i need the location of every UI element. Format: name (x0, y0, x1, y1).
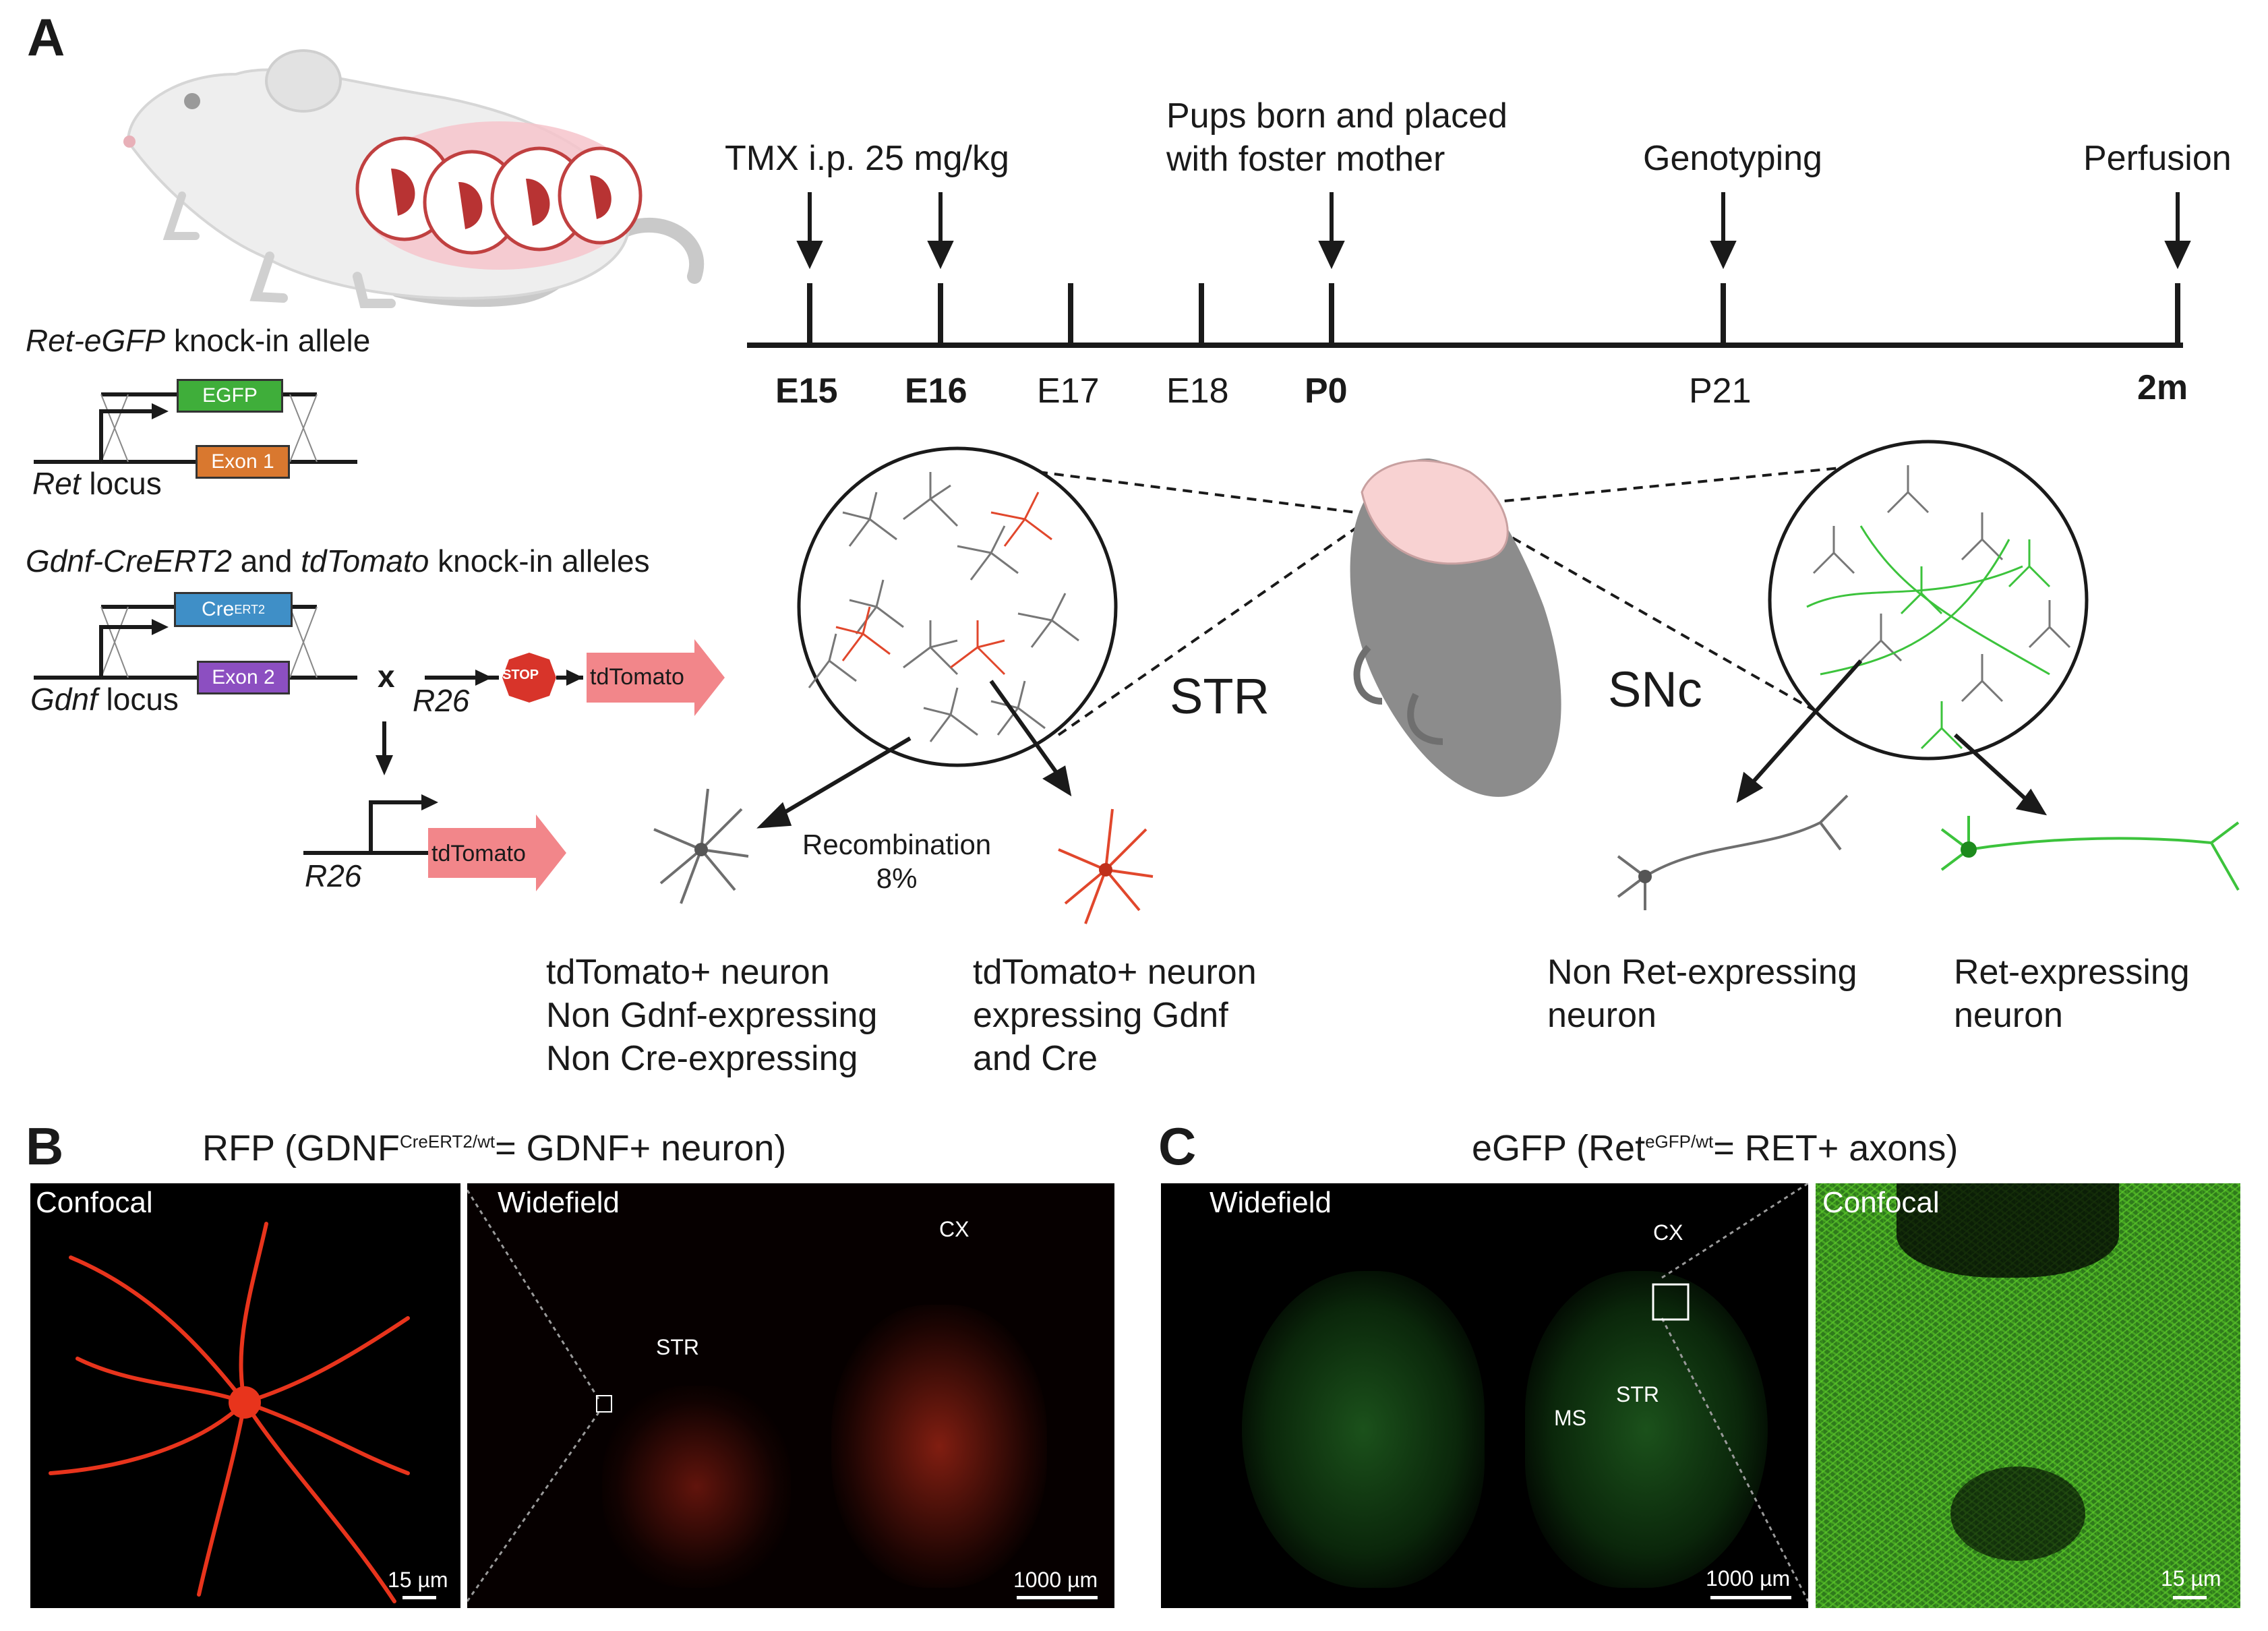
cre-superscript: ERT2 (234, 602, 266, 616)
tdtomato-after-label: tdTomato (431, 841, 526, 866)
tick-label-e16: E16 (905, 372, 967, 411)
gdnf-locus-rest: locus (97, 682, 179, 717)
zoom-lines-b (467, 1189, 612, 1602)
dark-patch-top (1897, 1183, 2119, 1278)
panel-b-str-label: STR (656, 1335, 699, 1359)
snc-label: SNc (1608, 661, 1702, 717)
gdnf-allele-title-rest: knock-in alleles (429, 543, 650, 579)
panel-b-title-post: = GDNF+ neuron) (495, 1128, 787, 1168)
desc-non-ret-neuron: Non Ret-expressing neuron (1547, 953, 1857, 1035)
panel-b-title-pre: RFP (GDNF (202, 1128, 400, 1168)
panel-b-confocal-image: Confocal 15 µm (30, 1183, 460, 1608)
panel-c-title-pre: eGFP (Ret (1472, 1128, 1646, 1168)
recombination-label: Recombination 8% (802, 829, 992, 894)
zoom-lines-c (1652, 1183, 1808, 1602)
panel-b-scale-right-bar (1017, 1596, 1098, 1599)
egfp-box: EGFP (177, 379, 283, 413)
dark-patch-bottom (1950, 1466, 2085, 1561)
panel-b-title-sup: CreERT2/wt (400, 1131, 496, 1152)
panel-b-letter: B (26, 1117, 64, 1176)
cre-label: Cre (201, 598, 235, 620)
tick-label-e17: E17 (1037, 372, 1100, 411)
panel-c-title: eGFP (ReteGFP/wt= RET+ axons) (1472, 1127, 1958, 1169)
gdnf-allele-title: Gdnf-CreERT2 and tdTomato knock-in allel… (26, 543, 650, 579)
gray-neuron-snc (1617, 794, 1849, 910)
panel-c-widefield-image: Widefield CX STR MS 1000 µm (1161, 1183, 1808, 1608)
str-red-signal (602, 1386, 791, 1588)
ret-allele-title-gene: Ret-eGFP (26, 323, 166, 358)
panel-c-scale-left-bar (1710, 1596, 1791, 1599)
gdnf-allele-title-gene: Gdnf-CreERT2 (26, 543, 232, 579)
left-hemisphere-green (1242, 1271, 1485, 1588)
timeline-event-arrows (796, 192, 2191, 270)
tick-label-p0: P0 (1305, 372, 1348, 411)
event-label-tmx: TMX i.p. 25 mg/kg (725, 139, 1009, 178)
panel-c-scale-left: 1000 µm (1706, 1566, 1791, 1591)
timeline-tick-marks (807, 283, 2180, 345)
panel-b-cx-label: CX (939, 1217, 969, 1241)
ret-locus-label: Ret locus (32, 465, 162, 502)
gdnf-neuron-confocal (49, 1222, 410, 1603)
gdnf-allele-title-gene2: tdTomato (301, 543, 429, 579)
ret-allele-title-rest: knock-in allele (165, 323, 371, 358)
panel-b-widefield-label: Widefield (498, 1186, 620, 1219)
panel-c-confocal-image: Confocal 15 µm (1816, 1183, 2240, 1608)
str-label: STR (1170, 668, 1270, 724)
panel-c-ms-label: MS (1554, 1406, 1586, 1430)
brain-region-schematic (653, 440, 2240, 924)
gray-neuron-str (653, 788, 749, 904)
panel-a-letter: A (27, 7, 65, 67)
pregnant-mouse-illustration (123, 49, 704, 308)
ret-locus-rest: locus (80, 466, 162, 501)
panel-b-scale-left-bar (402, 1596, 436, 1599)
exon2-box: Exon 2 (197, 661, 290, 694)
ret-locus-gene: Ret (32, 466, 81, 501)
gdnf-locus-gene: Gdnf (30, 682, 98, 717)
gdnf-allele-title-mid: and (231, 543, 301, 579)
panel-b-scale-right: 1000 µm (1013, 1568, 1098, 1592)
r26-label: R26 (413, 683, 470, 718)
tdtomato-label: tdTomato (590, 664, 684, 690)
event-label-genotyping: Genotyping (1643, 139, 1822, 178)
gdnf-allele-schematic (34, 605, 725, 891)
r26-after-label: R26 (305, 858, 362, 893)
panel-c-widefield-label: Widefield (1210, 1186, 1332, 1219)
panel-b-title: RFP (GDNFCreERT2/wt= GDNF+ neuron) (202, 1127, 786, 1169)
red-neuron-str (1058, 808, 1154, 924)
desc-ret-neuron: Ret-expressing neuron (1954, 953, 2190, 1035)
exon1-box: Exon 1 (196, 445, 290, 479)
panel-c-letter: C (1158, 1117, 1197, 1176)
event-label-perfusion: Perfusion (2083, 139, 2232, 178)
tick-label-p21: P21 (1689, 372, 1752, 411)
desc-non-gdnf-neuron: tdTomato+ neuron Non Gdnf-expressing Non… (546, 953, 878, 1078)
panel-c-str-label: STR (1616, 1382, 1659, 1406)
panel-c-title-sup: eGFP/wt (1645, 1131, 1714, 1152)
tick-label-e15: E15 (775, 372, 838, 411)
stop-label: STOP (502, 668, 539, 682)
green-neuron-snc (1940, 816, 2240, 891)
ret-allele-title: Ret-eGFP knock-in allele (26, 322, 370, 359)
timeline-axis (747, 192, 2191, 348)
panel-c-title-post: = RET+ axons) (1713, 1128, 1959, 1168)
event-label-pups-born: Pups born and placed with foster mother (1166, 96, 1508, 179)
panel-b-confocal-label: Confocal (36, 1186, 153, 1219)
panel-b-scale-left: 15 µm (388, 1568, 448, 1592)
panel-c-cx-label: CX (1653, 1220, 1683, 1245)
right-hemisphere-green (1525, 1271, 1768, 1588)
panel-b-widefield-image: Widefield STR CX 1000 µm (467, 1183, 1114, 1608)
panel-c-scale-right-bar (2173, 1596, 2207, 1599)
gdnf-locus-label: Gdnf locus (30, 681, 179, 717)
tick-label-e18: E18 (1166, 372, 1229, 411)
cross-symbol: x (378, 659, 395, 694)
desc-gdnf-neuron: tdTomato+ neuron expressing Gdnf and Cre (973, 953, 1257, 1078)
panel-c-scale-right: 15 µm (2161, 1566, 2221, 1591)
panel-c-confocal-label: Confocal (1822, 1186, 1940, 1219)
cx-red-signal (831, 1305, 1047, 1588)
tick-label-2m: 2m (2137, 368, 2188, 407)
